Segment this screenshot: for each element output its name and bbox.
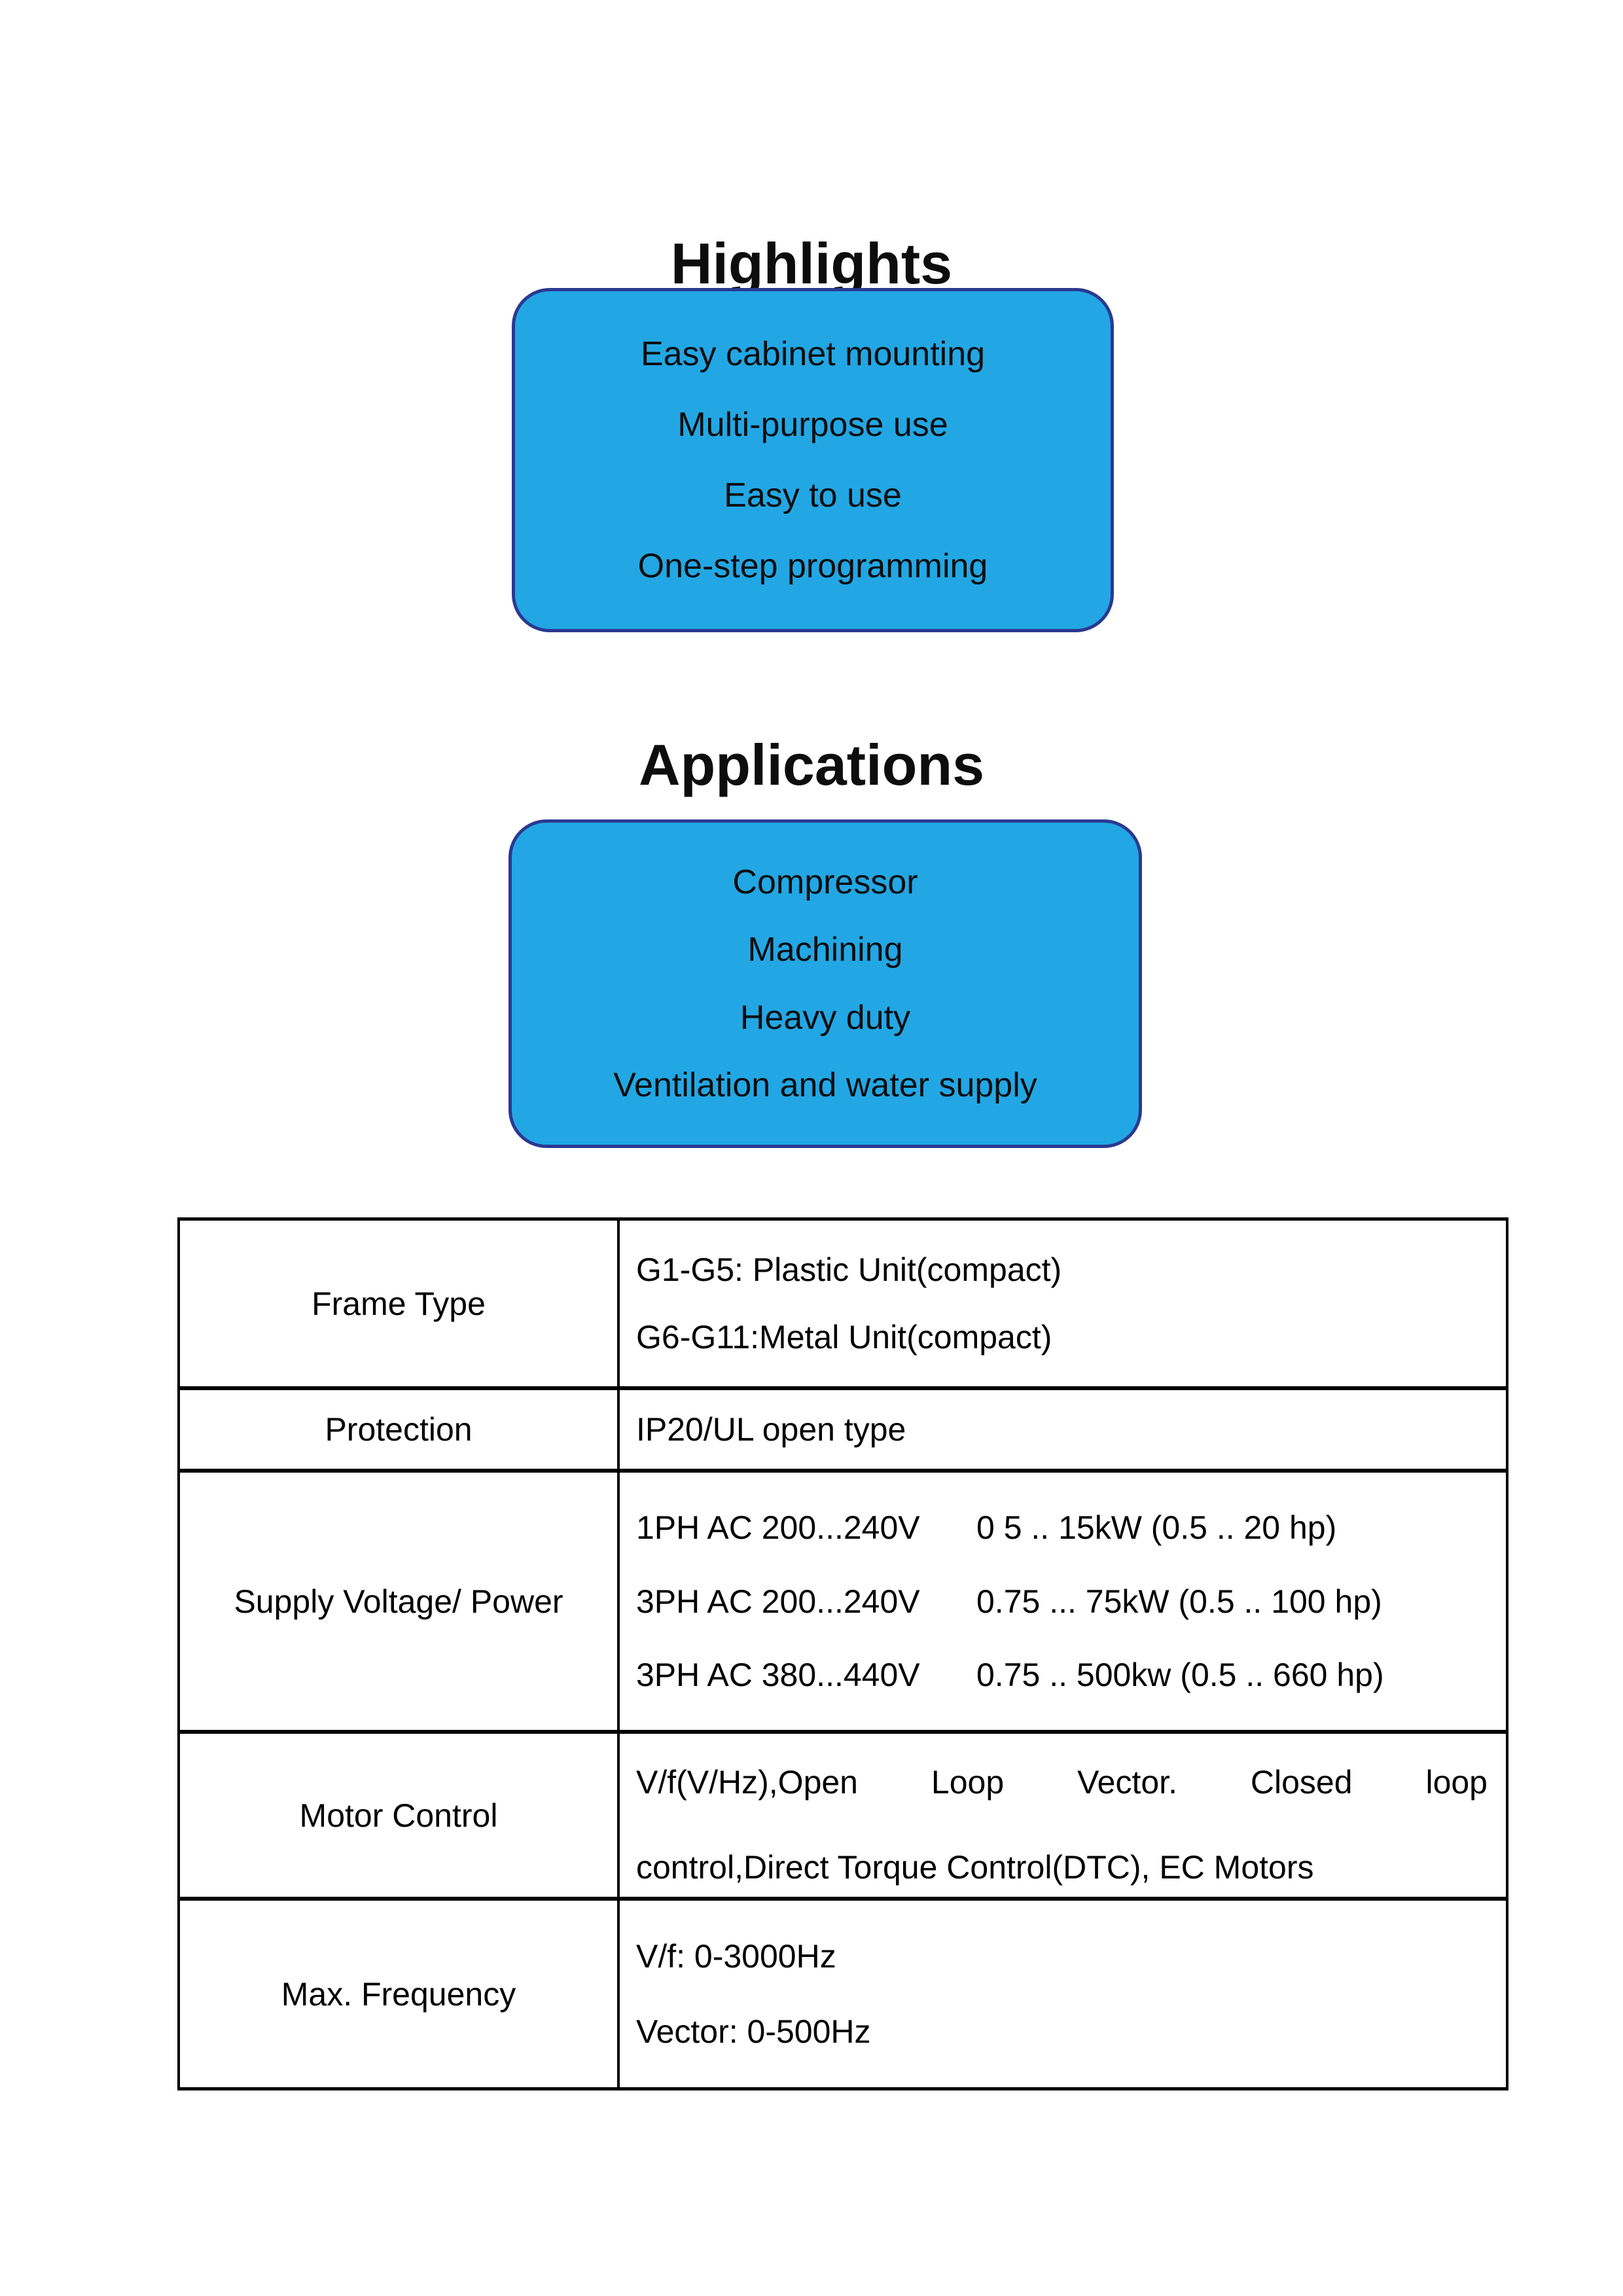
specification-table: Frame Type G1-G5: Plastic Unit(compact) … (177, 1217, 1508, 2090)
value-line: V/f(V/Hz),Open Loop Vector. Closed loop (636, 1763, 1488, 1801)
row-value: 1PH AC 200...240V 0 5 .. 15kW (0.5 .. 20… (620, 1473, 1506, 1730)
value-line: V/f: 0-3000Hz (636, 1938, 836, 1975)
highlight-item: Multi-purpose use (677, 406, 948, 444)
row-value: IP20/UL open type (620, 1390, 1506, 1469)
table-row-protection: Protection IP20/UL open type (180, 1386, 1506, 1469)
applications-heading: Applications (638, 732, 985, 797)
row-label: Supply Voltage/ Power (180, 1473, 620, 1730)
row-value: G1-G5: Plastic Unit(compact) G6-G11:Meta… (620, 1221, 1506, 1386)
row-value: V/f(V/Hz),Open Loop Vector. Closed loop … (620, 1734, 1506, 1897)
application-item: Machining (747, 931, 903, 969)
highlights-heading: Highlights (670, 231, 953, 296)
application-item: Ventilation and water supply (613, 1066, 1037, 1104)
row-value: V/f: 0-3000Hz Vector: 0-500Hz (620, 1901, 1506, 2087)
value-line: IP20/UL open type (636, 1411, 906, 1448)
value-line: 3PH AC 200...240V 0.75 ... 75kW (0.5 .. … (636, 1583, 1488, 1621)
supply-voltage: 1PH AC 200...240V (636, 1509, 920, 1546)
highlights-callout-box: Easy cabinet mounting Multi-purpose use … (512, 288, 1114, 632)
supply-power: 0.75 .. 500kw (0.5 .. 660 hp) (976, 1657, 1384, 1694)
value-line: 1PH AC 200...240V 0 5 .. 15kW (0.5 .. 20… (636, 1509, 1488, 1547)
supply-voltage: 3PH AC 380...440V (636, 1657, 920, 1694)
row-label: Frame Type (180, 1221, 620, 1386)
supply-power: 0.75 ... 75kW (0.5 .. 100 hp) (976, 1583, 1382, 1620)
row-label: Max. Frequency (180, 1901, 620, 2087)
application-item: Compressor (732, 863, 918, 902)
row-label: Protection (180, 1390, 620, 1469)
table-row-supply-voltage-power: Supply Voltage/ Power 1PH AC 200...240V … (180, 1469, 1506, 1730)
highlight-item: Easy cabinet mounting (640, 335, 986, 373)
table-row-max-frequency: Max. Frequency V/f: 0-3000Hz Vector: 0-5… (180, 1897, 1506, 2087)
value-line: Vector: 0-500Hz (636, 2013, 871, 2050)
applications-callout-box: Compressor Machining Heavy duty Ventilat… (508, 819, 1142, 1148)
motor-control-paragraph: V/f(V/Hz),Open Loop Vector. Closed loop … (636, 1740, 1488, 1910)
supply-voltage: 3PH AC 200...240V (636, 1583, 920, 1620)
highlight-item: Easy to use (724, 476, 902, 514)
row-label: Motor Control (180, 1734, 620, 1897)
supply-power: 0 5 .. 15kW (0.5 .. 20 hp) (976, 1509, 1337, 1546)
value-line: control,Direct Torque Control(DTC), EC M… (636, 1848, 1314, 1886)
table-row-frame-type: Frame Type G1-G5: Plastic Unit(compact) … (180, 1221, 1506, 1386)
highlight-item: One-step programming (637, 547, 988, 585)
application-item: Heavy duty (740, 998, 911, 1037)
value-line: G6-G11:Metal Unit(compact) (636, 1319, 1052, 1356)
table-row-motor-control: Motor Control V/f(V/Hz),Open Loop Vector… (180, 1730, 1506, 1897)
value-line: G1-G5: Plastic Unit(compact) (636, 1251, 1062, 1288)
value-line: 3PH AC 380...440V 0.75 .. 500kw (0.5 .. … (636, 1656, 1488, 1694)
